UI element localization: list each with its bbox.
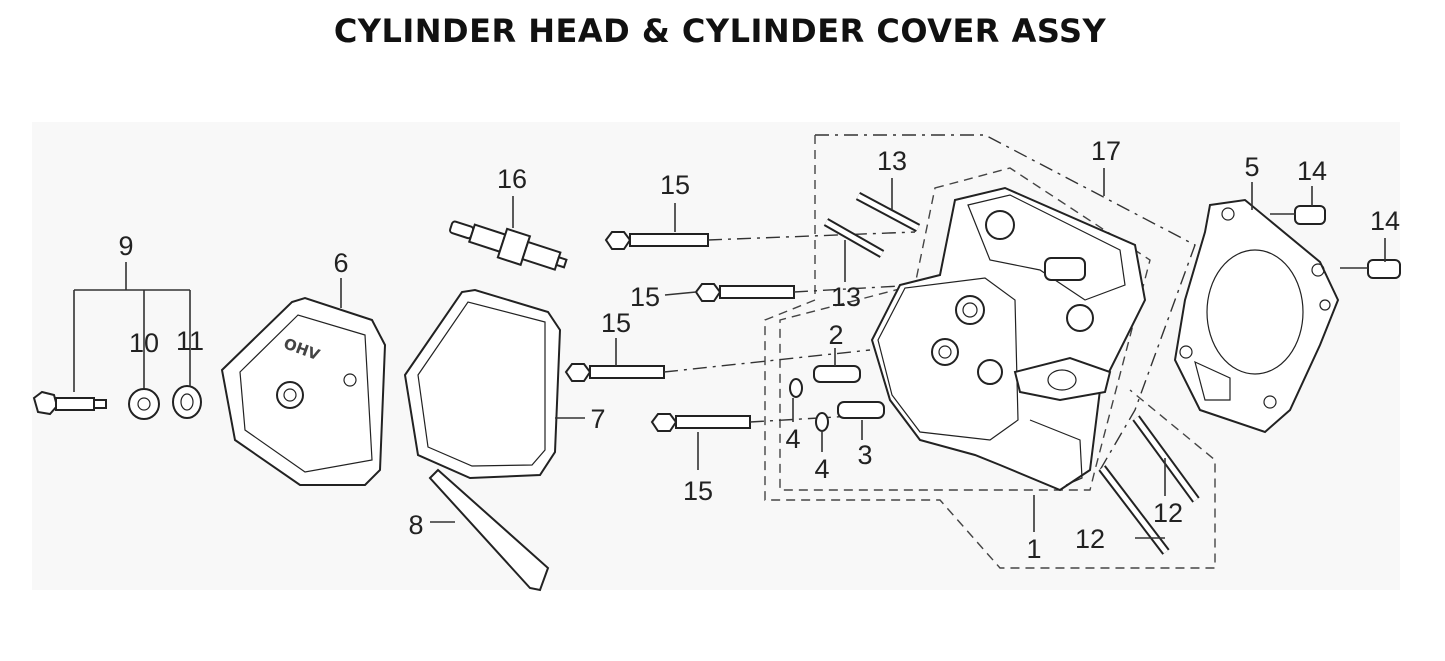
dowel-sleeve-part-14-a [1294,205,1326,225]
dowel-sleeve-part-14-b [1367,259,1401,279]
label-part-1: 1 [1026,534,1041,564]
label-part-15-c: 15 [601,308,631,338]
label-part-3: 3 [857,440,872,470]
page-title: CYLINDER HEAD & CYLINDER COVER ASSY [333,12,1107,50]
cylinder-head-cover-part-6: OHV [220,296,387,486]
label-part-15-b: 15 [630,282,660,312]
cover-gasket-part-7 [403,288,562,480]
cylinder-head-part-1 [870,186,1147,492]
label-part-13-a: 13 [877,146,907,176]
label-part-4-b: 4 [814,454,829,484]
stud-part-13-a [855,192,921,232]
o-ring-part-4-a [789,378,803,398]
o-ring-part-4-b [815,412,829,432]
label-part-15-a: 15 [660,170,690,200]
label-part-9: 9 [118,231,133,261]
head-bolt-part-15-c [564,363,665,382]
leader-lines [73,168,1386,539]
washer-part-10 [128,388,160,420]
head-bolt-part-15-d [650,413,751,432]
label-part-15-d: 15 [683,476,713,506]
label-part-11: 11 [176,326,204,356]
label-part-8: 8 [408,510,423,540]
label-part-12-b: 12 [1075,524,1105,554]
head-gasket-part-5 [1173,198,1340,434]
dowel-pin-part-2 [813,365,861,383]
stud-part-13-b [823,218,885,258]
label-part-2: 2 [828,320,843,350]
label-part-5: 5 [1244,152,1259,182]
label-part-14-b: 14 [1370,206,1400,236]
label-part-16: 16 [497,164,527,194]
breather-tube-part-8 [428,468,550,592]
dowel-pin-part-3 [837,401,885,419]
spark-plug-part-16 [449,220,568,271]
label-part-10: 10 [129,328,159,358]
head-bolt-part-15-b [694,283,795,302]
assembly-boundary-17 [815,134,1196,471]
flange-bolt-part-9 [32,390,107,416]
label-part-13-b: 13 [831,282,861,312]
label-part-7: 7 [590,404,605,434]
seal-washer-part-11 [172,385,202,419]
stud-part-12-a [1132,415,1200,503]
label-part-4-a: 4 [785,424,800,454]
label-part-14-a: 14 [1297,156,1327,186]
label-part-6: 6 [333,248,348,278]
label-part-12-a: 12 [1153,498,1183,528]
label-part-17: 17 [1091,136,1121,166]
assembly-boundary-head [779,167,1151,491]
assembly-boundary-1 [764,135,1216,569]
head-bolt-part-15-a [604,231,709,250]
